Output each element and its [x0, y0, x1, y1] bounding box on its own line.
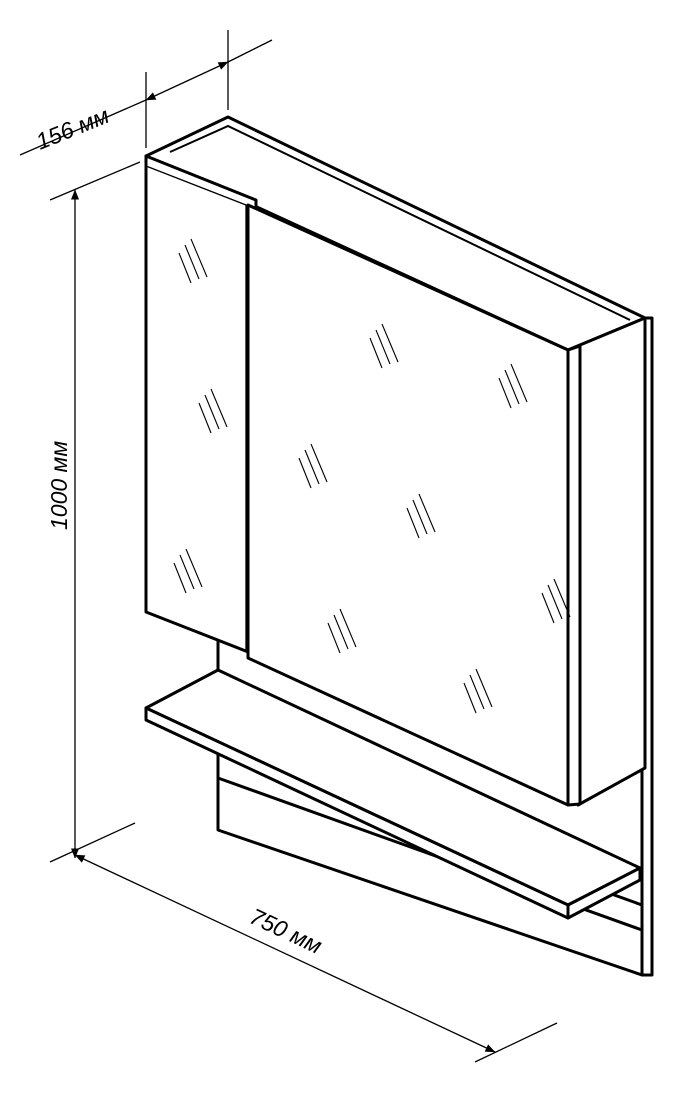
depth-dimension-label: 156 мм [32, 102, 113, 155]
left-mirror-door [144, 154, 258, 657]
right-mirror-door [246, 203, 582, 807]
width-dimension-label: 750 мм [246, 903, 326, 959]
height-dimension-label: 1000 мм [46, 441, 72, 530]
height-dimension: 1000 мм [46, 161, 141, 863]
mirror-reflection-marks [173, 238, 571, 714]
